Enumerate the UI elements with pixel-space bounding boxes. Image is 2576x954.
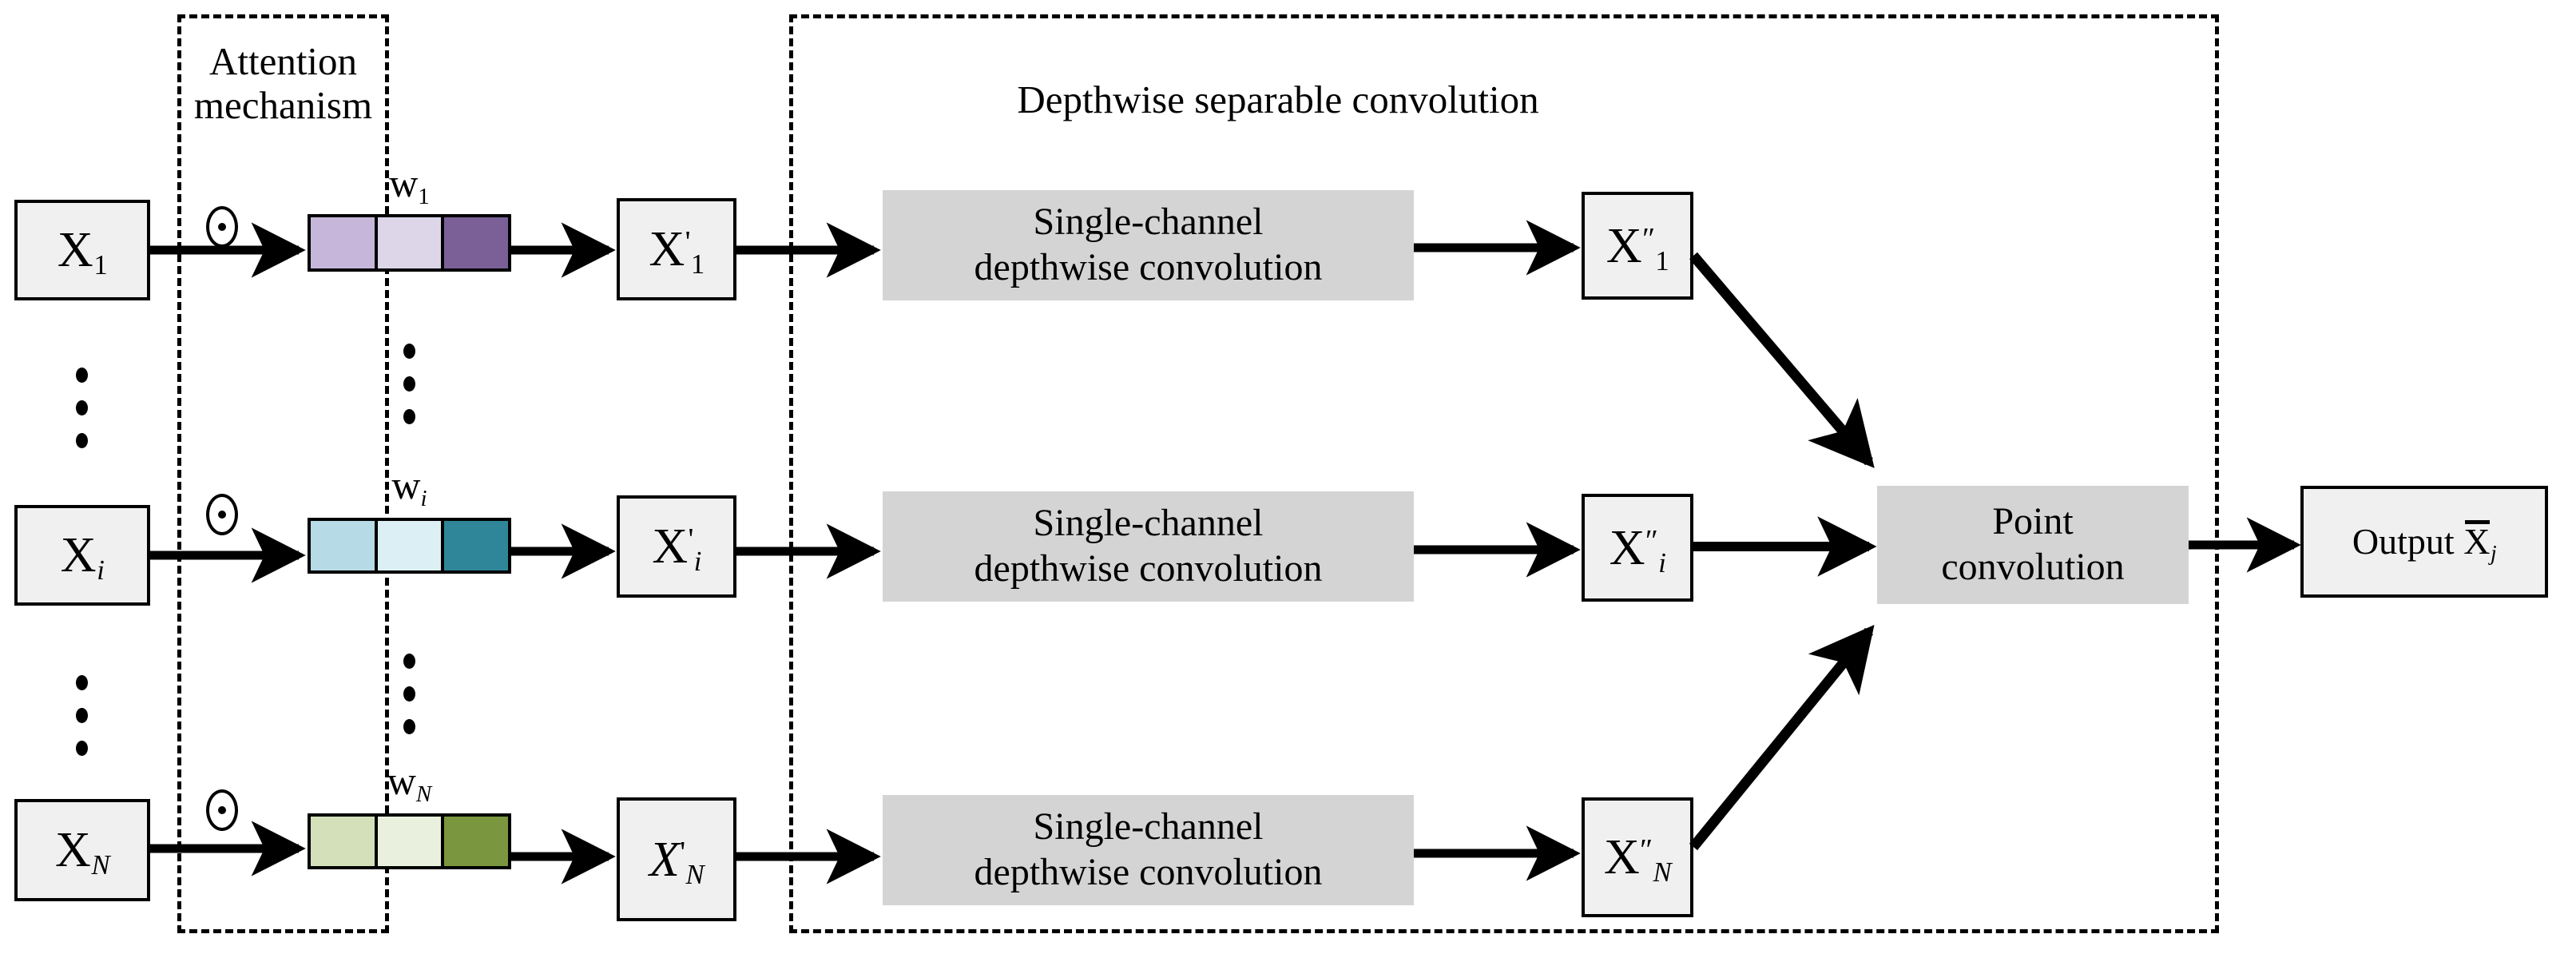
weight-bar-row1[interactable] xyxy=(308,214,511,272)
depthwise-conv-box-row3[interactable]: Single-channel depthwise convolution xyxy=(883,795,1414,905)
weighted-box-row1[interactable]: X'1 xyxy=(617,198,736,300)
hadamard-product-icon-row2 xyxy=(206,494,238,535)
attention-group-frame xyxy=(177,14,389,933)
weight-segment xyxy=(311,521,378,570)
weight-segment xyxy=(377,521,445,570)
weight-segment xyxy=(377,217,445,268)
conv-output-label-row2: X″i xyxy=(1609,520,1666,578)
weight-segment xyxy=(311,817,378,866)
conv-output-box-row2[interactable]: X″i xyxy=(1582,494,1693,602)
weighted-label-row2: X'i xyxy=(652,519,702,578)
weighted-label-row3: X'N xyxy=(649,832,705,890)
output-prefix: Output xyxy=(2352,521,2464,562)
depthwise-group-title: Depthwise separable convolution xyxy=(1017,78,1539,121)
conv-output-label-row1: X″1 xyxy=(1606,218,1669,276)
weight-segment xyxy=(444,521,509,570)
output-box[interactable]: Output Xj xyxy=(2300,486,2548,598)
weighted-box-row2[interactable]: X'i xyxy=(617,495,736,598)
depthwise-conv-box-row2[interactable]: Single-channel depthwise convolution xyxy=(883,491,1414,602)
vertical-ellipsis-weights-2 xyxy=(403,654,415,734)
vertical-ellipsis-inputs-2 xyxy=(76,675,88,756)
input-box-row1[interactable]: X1 xyxy=(14,200,150,300)
input-label-row1: X1 xyxy=(57,223,108,281)
input-box-row3[interactable]: XN xyxy=(14,799,150,901)
weight-label-row3: wN xyxy=(387,758,432,807)
weight-segment xyxy=(444,217,509,268)
weight-label-row2: wi xyxy=(391,463,427,511)
vertical-ellipsis-weights-1 xyxy=(403,344,415,424)
input-label-row2: Xi xyxy=(60,528,105,586)
weight-bar-row3[interactable] xyxy=(308,813,511,869)
hadamard-product-icon-row1 xyxy=(206,206,238,248)
conv-output-label-row3: X″N xyxy=(1604,830,1672,888)
conv-output-box-row3[interactable]: X″N xyxy=(1582,797,1693,917)
weight-segment xyxy=(444,817,509,866)
weighted-box-row3[interactable]: X'N xyxy=(617,797,736,921)
weight-label-row1: w1 xyxy=(389,161,430,209)
weighted-label-row1: X'1 xyxy=(649,222,705,280)
weight-bar-row2[interactable] xyxy=(308,518,511,574)
depthwise-conv-box-row1[interactable]: Single-channel depthwise convolution xyxy=(883,190,1414,300)
input-label-row3: XN xyxy=(55,823,110,881)
output-label: Output Xj xyxy=(2352,520,2497,566)
weight-segment xyxy=(377,817,445,866)
depthwise-group-frame xyxy=(789,14,2219,933)
weight-segment xyxy=(311,217,378,268)
hadamard-product-icon-row3 xyxy=(206,789,238,831)
conv-output-box-row1[interactable]: X″1 xyxy=(1582,192,1693,300)
vertical-ellipsis-inputs-1 xyxy=(76,368,88,448)
attention-group-title: Attention mechanism xyxy=(193,39,373,127)
input-box-row2[interactable]: Xi xyxy=(14,505,150,606)
point-convolution-box[interactable]: Point convolution xyxy=(1877,486,2189,604)
